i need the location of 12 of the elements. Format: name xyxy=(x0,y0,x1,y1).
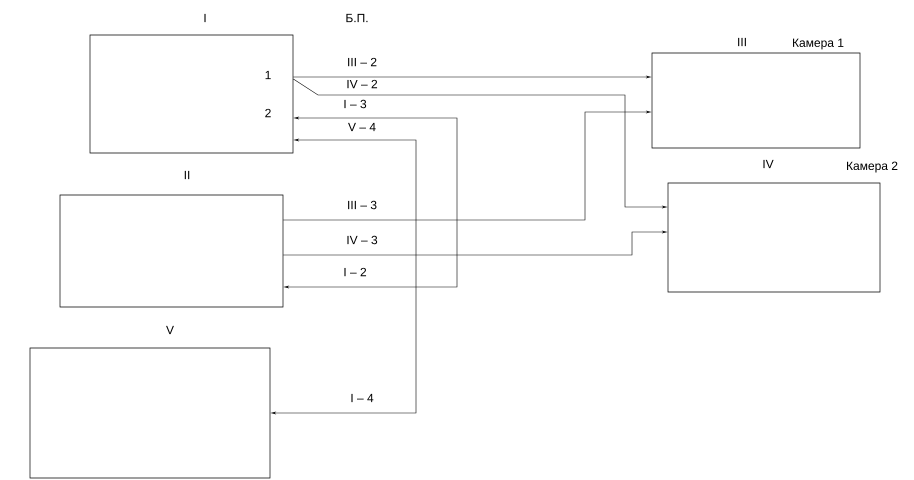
node-label: I xyxy=(204,14,206,22)
block-box: II xyxy=(60,170,284,308)
block-box: IV Камера 2 xyxy=(668,160,898,292)
node-label: Камера 2 xyxy=(847,162,898,172)
node-label: III xyxy=(738,38,746,46)
node-label: IV xyxy=(763,160,774,168)
node-label: II xyxy=(184,170,190,180)
node-label: Б.П. xyxy=(346,14,368,22)
node-label: Камера 1 xyxy=(793,38,844,50)
node-label: V xyxy=(166,326,174,334)
block-box: III Камера 1 xyxy=(652,38,860,148)
block-box: V xyxy=(30,326,270,478)
